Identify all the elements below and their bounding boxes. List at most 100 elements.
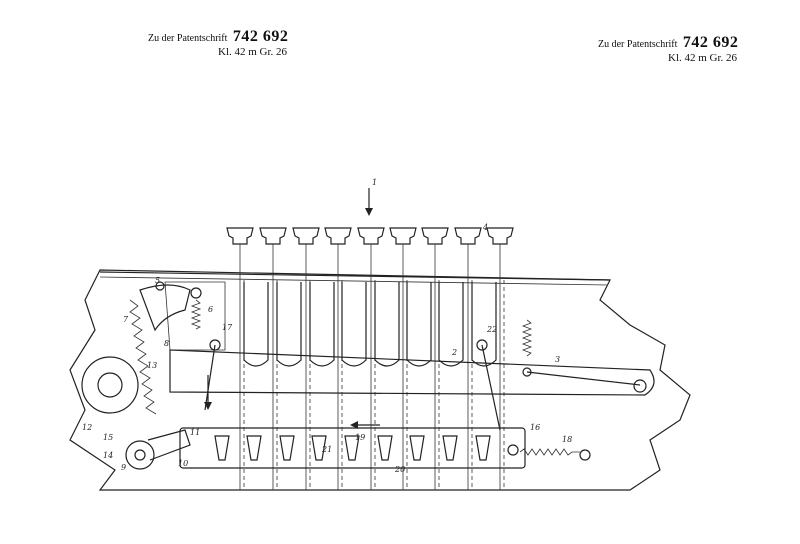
slot (279, 435, 295, 461)
reference-numeral: 18 (562, 435, 572, 444)
ratchet-mechanism (81, 281, 221, 470)
slot (442, 435, 458, 461)
lever-pivot (209, 339, 221, 351)
arrow-head (365, 208, 373, 216)
key-cap (357, 227, 385, 245)
slot (344, 435, 360, 461)
end-pin (633, 379, 647, 393)
crank-arm (147, 429, 191, 461)
crank-wheel (125, 440, 155, 470)
upper-slide-bar (164, 281, 226, 351)
reference-numeral: 6 (208, 305, 213, 314)
patent-caption: Zu der Patentschrift (148, 33, 228, 44)
spring (521, 319, 533, 357)
slot (409, 435, 425, 461)
lower-slotted-bar (179, 427, 526, 469)
reference-numeral: 8 (164, 339, 169, 348)
reference-numeral: 9 (121, 463, 126, 472)
key-blade (374, 282, 400, 367)
reference-numeral: 17 (222, 323, 233, 332)
ratchet-teeth (129, 299, 157, 415)
pivot-pin (190, 287, 202, 299)
lever-arm (481, 344, 501, 431)
top-guide-rail (99, 271, 611, 281)
arrow-head (204, 402, 212, 410)
reference-numeral: 22 (486, 325, 497, 334)
key-cap (324, 227, 352, 245)
key-blade (243, 282, 269, 367)
patent-caption: Zu der Patentschrift (598, 39, 678, 50)
patent-class: Kl. 42 m Gr. 26 (218, 46, 288, 59)
key-cap (454, 227, 482, 245)
slot (377, 435, 393, 461)
crank-hub (134, 449, 146, 461)
key-blade (471, 282, 497, 367)
key-lever (259, 227, 302, 490)
reference-numeral: 15 (103, 433, 113, 442)
key-lever (292, 227, 335, 490)
reference-numeral: 5 (155, 276, 160, 285)
ratchet-wheel (81, 356, 139, 414)
reference-numeral: 10 (178, 459, 188, 468)
key-blade (276, 282, 302, 367)
key-cap (292, 227, 320, 245)
reference-numeral: 21 (321, 445, 332, 454)
patent-header-left: Zu der Patentschrift 742 692 Kl. 42 m Gr… (148, 28, 288, 59)
reference-numeral: 20 (394, 465, 405, 474)
housing-outline (69, 269, 691, 491)
pawl-lever (139, 284, 191, 332)
reference-numeral: 14 (103, 451, 113, 460)
key-blade (341, 282, 367, 367)
key-cap (486, 227, 514, 245)
middle-slide-bar (169, 349, 655, 396)
key-blade (406, 282, 432, 367)
key-lever (324, 227, 367, 490)
pivot-pin (155, 281, 165, 291)
right-lever-assembly (476, 319, 647, 461)
top-guide-rail-lower (99, 276, 609, 286)
slot (246, 435, 262, 461)
lever-pivot (476, 339, 488, 351)
key-lever (486, 227, 514, 490)
key-cap (421, 227, 449, 245)
key-lever (226, 227, 269, 490)
reference-numeral: 13 (147, 361, 157, 370)
patent-header-right: Zu der Patentschrift 742 692 Kl. 42 m Gr… (598, 34, 738, 65)
tension-spring (519, 448, 580, 456)
patent-number: 742 692 (232, 28, 289, 45)
patent-class: Kl. 42 m Gr. 26 (668, 52, 738, 65)
slot (475, 435, 491, 461)
reference-numeral: 16 (530, 423, 540, 432)
key-blade (309, 282, 335, 367)
key-lever-group (226, 227, 514, 490)
bar-end-pin (507, 444, 519, 456)
arrow-head (350, 421, 358, 429)
slot (214, 435, 230, 461)
reference-numeral: 3 (555, 355, 560, 364)
reference-numeral: 2 (451, 348, 457, 357)
key-cap (259, 227, 287, 245)
key-lever (421, 227, 464, 490)
reference-numeral: 4 (482, 223, 488, 232)
key-cap (389, 227, 417, 245)
key-cap (226, 227, 254, 245)
reference-numeral: 11 (190, 428, 200, 437)
reference-numeral: 12 (82, 423, 92, 432)
patent-number-line: Zu der Patentschrift 742 692 (148, 28, 288, 46)
ratchet-hub (97, 372, 123, 398)
reference-numeral: 19 (355, 433, 365, 442)
patent-number: 742 692 (682, 34, 739, 51)
key-blade (438, 282, 464, 367)
spring (190, 299, 202, 330)
slot (311, 435, 327, 461)
key-lever (454, 227, 497, 490)
patent-number-line: Zu der Patentschrift 742 692 (598, 34, 738, 52)
link-rod (526, 371, 641, 386)
reference-numeral: 1 (372, 178, 377, 187)
spring-hook (579, 449, 591, 461)
slot-group (214, 435, 491, 461)
lever-arm (204, 344, 216, 411)
reference-numeral: 7 (123, 315, 129, 324)
